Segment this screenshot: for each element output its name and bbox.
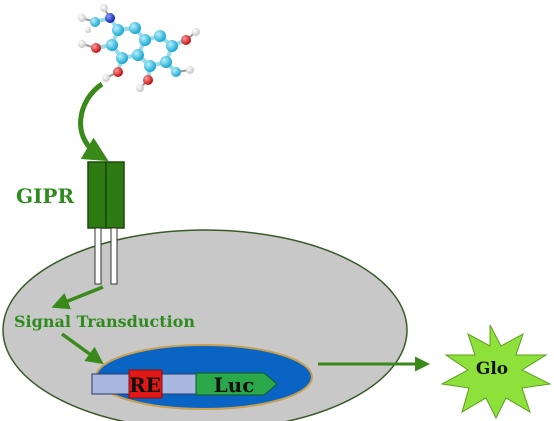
starburst-icon bbox=[440, 324, 552, 420]
receptor-icon bbox=[87, 161, 125, 285]
luciferase-gene-box bbox=[195, 372, 278, 396]
glo-label: Glo bbox=[476, 359, 508, 379]
luciferase-label: Luc bbox=[214, 373, 255, 397]
signal-transduction-label: Signal Transduction bbox=[14, 312, 195, 331]
binding-arrow bbox=[78, 81, 109, 162]
signal-to-nucleus-arrow bbox=[60, 332, 104, 365]
response-element-label: RE bbox=[129, 373, 161, 397]
receptor-label: GIPR bbox=[16, 184, 74, 208]
response-element-box bbox=[128, 369, 163, 399]
ligand-molecule-icon bbox=[78, 4, 200, 92]
receptor-to-signal-arrow bbox=[51, 285, 104, 310]
